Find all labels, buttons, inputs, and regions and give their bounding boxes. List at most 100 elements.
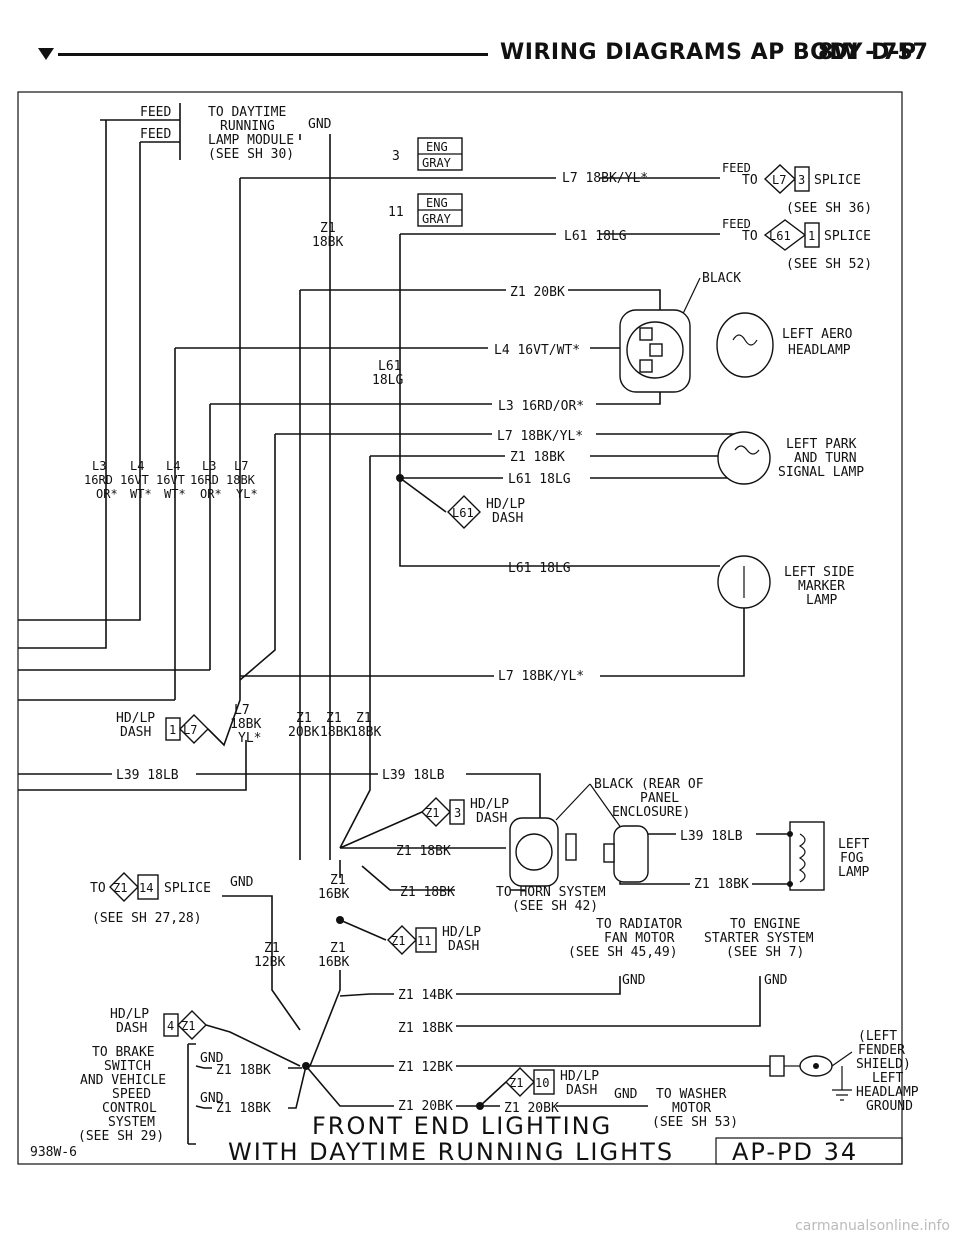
wire-label: Z1 18BK [398,1021,453,1036]
svg-text:L4: L4 [130,459,144,473]
wire-label: 18BK [312,235,343,250]
headlamp-ground-symbol [769,1051,853,1101]
svg-text:TO ENGINE: TO ENGINE [730,917,800,932]
component-label: LEFT AERO [782,327,853,342]
feed-label: FEED [140,127,171,142]
wire-label: Z1 20BK [504,1101,559,1116]
svg-text:16VT: 16VT [156,473,185,487]
svg-text:OR*: OR* [96,487,118,501]
svg-text:(SEE SH 42): (SEE SH 42) [512,899,598,914]
svg-text:3: 3 [454,806,461,820]
svg-text:GND: GND [230,875,254,890]
svg-text:11: 11 [417,934,431,948]
svg-text:(LEFT: (LEFT [858,1029,897,1044]
left-park-turn-lamp-symbol [717,431,771,485]
diagram-frame [17,91,903,1165]
svg-text:MOTOR: MOTOR [672,1101,711,1116]
svg-text:TO WASHER: TO WASHER [656,1087,727,1102]
wire-label: Z1 18BK [396,844,451,859]
fog-lamp-connector-b [603,825,649,883]
wire-label: Z1 18BK [216,1101,271,1116]
svg-text:TO: TO [742,229,758,244]
connector-color-label: BLACK [702,271,741,286]
drl-module-feeds: FEED FEED TO DAYTIME RUNNING LAMP MODULE… [100,103,343,860]
svg-text:TO: TO [742,173,758,188]
svg-text:SPEED: SPEED [112,1087,151,1102]
svg-text:GROUND: GROUND [866,1099,913,1114]
svg-text:STARTER SYSTEM: STARTER SYSTEM [704,931,814,946]
svg-text:YL*: YL* [238,731,261,746]
splice-l7-marker: L7 3 [763,164,810,194]
svg-text:L7: L7 [234,703,250,718]
component-label: LEFT [838,837,869,852]
svg-text:TO: TO [90,881,106,896]
component-label: LAMP [838,865,869,880]
svg-text:SPLICE: SPLICE [824,229,871,244]
svg-text:GND: GND [764,973,788,988]
section-marker-icon [38,48,54,60]
wire-label: Z1 12BK [398,1060,453,1075]
wire-label: Z1 14BK [398,988,453,1003]
svg-text:ENCLOSURE): ENCLOSURE) [612,805,690,820]
wire-label: Z1 20BK [510,285,565,300]
svg-text:14: 14 [139,881,153,895]
wire-label: L4 16VT/WT* [494,343,580,358]
svg-text:FAN MOTOR: FAN MOTOR [604,931,675,946]
svg-text:WT*: WT* [130,487,152,501]
splice-l61-marker: L61 1 [763,219,820,251]
svg-text:HEADLAMP: HEADLAMP [856,1085,919,1100]
svg-text:Z1: Z1 [509,1076,523,1090]
svg-text:Z1: Z1 [181,1019,195,1033]
svg-text:16VT: 16VT [120,473,149,487]
svg-text:YL*: YL* [236,487,258,501]
page-title: WIRING DIAGRAMS AP BODY D-P [500,40,917,65]
fog-lamp-connector-a [509,817,577,887]
svg-text:GRAY: GRAY [422,212,452,226]
svg-text:1: 1 [169,723,176,737]
svg-text:WT*: WT* [164,487,186,501]
wire-label: L39 18LB [382,768,445,783]
svg-text:L4: L4 [166,459,180,473]
left-side-marker-lamp-symbol [717,555,771,609]
svg-text:DASH: DASH [120,725,151,740]
svg-text:20BK: 20BK [288,725,319,740]
svg-text:DASH: DASH [492,511,523,526]
svg-text:18BK: 18BK [350,725,381,740]
svg-text:L3: L3 [92,459,106,473]
svg-text:(SEE SH 29): (SEE SH 29) [78,1129,164,1144]
svg-text:HD/LP: HD/LP [442,925,481,940]
hdlp-dash-z1-3-connector: Z1 3 [421,797,465,827]
left-aero-headlamp-symbol [716,312,774,378]
sheet-box [715,1137,903,1165]
page-number: 8W - 757 [818,40,928,65]
svg-text:18BK: 18BK [226,473,256,487]
svg-text:16BK: 16BK [318,955,349,970]
svg-text:HD/LP: HD/LP [116,711,155,726]
wire-label: Z1 18BK [400,885,455,900]
svg-text:Z1: Z1 [330,873,346,888]
svg-text:HD/LP: HD/LP [110,1007,149,1022]
component-label: HEADLAMP [788,343,851,358]
wire-label: Z1 18BK [216,1063,271,1078]
svg-text:L61: L61 [769,229,791,243]
svg-text:SYSTEM: SYSTEM [108,1115,155,1130]
svg-text:HD/LP: HD/LP [470,797,509,812]
diagram-caption: FRONT END LIGHTING [312,1112,612,1140]
drl-module-label: RUNNING [220,119,275,134]
svg-text:DASH: DASH [566,1083,597,1098]
splice-z1-14-marker: Z1 14 [109,872,159,902]
svg-text:DASH: DASH [116,1021,147,1036]
wire-label: Z1 20BK [398,1099,453,1114]
svg-text:FEED: FEED [722,217,751,231]
wire-label: L3 16RD/OR* [498,399,584,414]
svg-text:(SEE SH 36): (SEE SH 36) [786,201,872,216]
svg-text:SPLICE: SPLICE [814,173,861,188]
page-header: WIRING DIAGRAMS AP BODY D-P 8W - 757 [0,0,960,90]
wire-label: Z1 18BK [510,450,565,465]
svg-text:L7: L7 [234,459,248,473]
component-label: LEFT SIDE [784,565,854,580]
wire-label: L7 18BK/YL* [498,669,584,684]
svg-text:DASH: DASH [448,939,479,954]
svg-text:LEFT: LEFT [872,1071,903,1086]
sheet-id: AP-PD 34 [732,1138,858,1166]
